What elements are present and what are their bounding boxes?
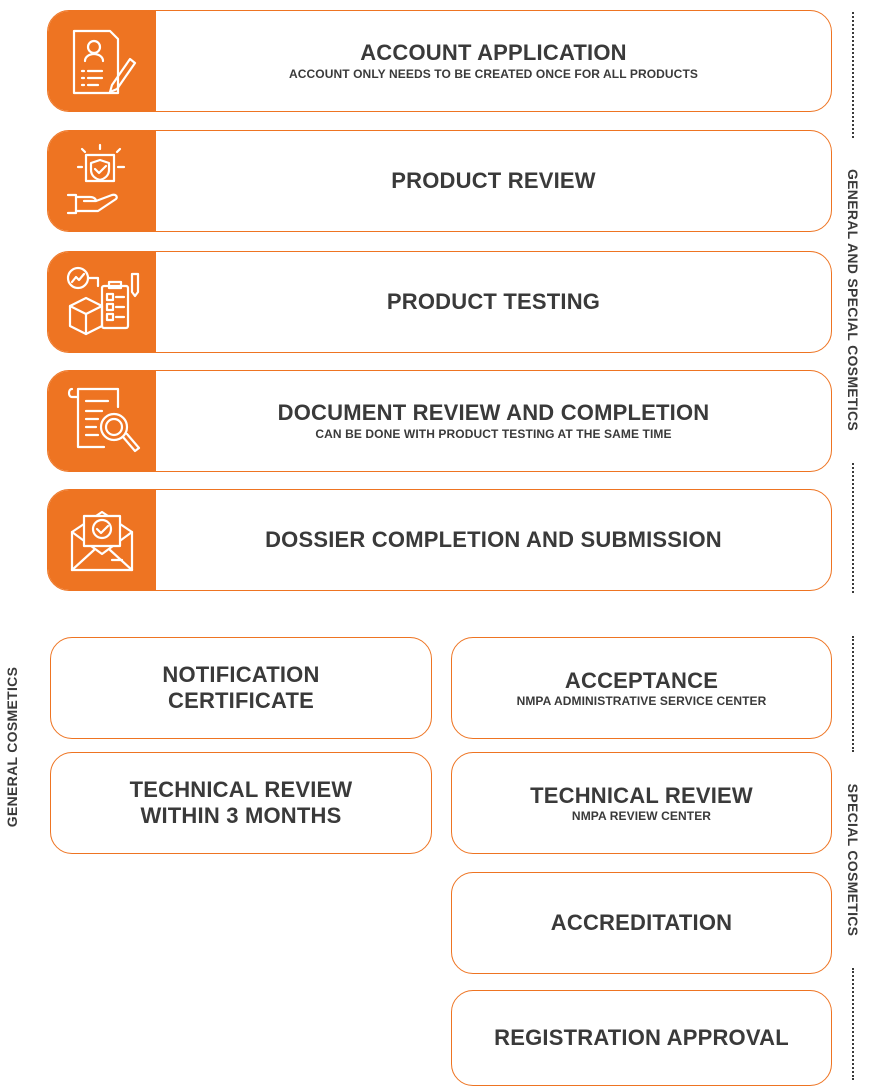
special-box-accreditation: ACCREDITATION (451, 872, 832, 974)
box-subtitle: NMPA ADMINISTRATIVE SERVICE CENTER (516, 694, 767, 709)
step-text: PRODUCT TESTING (156, 252, 831, 352)
step-text: ACCOUNT APPLICATION ACCOUNT ONLY NEEDS T… (156, 11, 831, 111)
step-title: PRODUCT TESTING (386, 289, 601, 315)
box-title: ACCEPTANCE (564, 667, 719, 693)
bracket-top-upper (852, 12, 854, 138)
general-box-notification: NOTIFICATION CERTIFICATE (50, 637, 432, 739)
document-search-icon (67, 387, 141, 453)
step-icon-box (48, 131, 156, 231)
box-title: ACCREDITATION (550, 910, 733, 936)
general-and-special-label: GENERAL AND SPECIAL COSMETICS (845, 168, 861, 432)
bracket-special-upper (852, 636, 854, 752)
step-dossier-submission: DOSSIER COMPLETION AND SUBMISSION (47, 489, 832, 591)
bracket-special-lower (852, 968, 854, 1080)
step-document-review: DOCUMENT REVIEW AND COMPLETION CAN BE DO… (47, 370, 832, 472)
box-title: NOTIFICATION CERTIFICATE (162, 662, 320, 713)
step-title: ACCOUNT APPLICATION (360, 39, 627, 65)
bracket-top-lower (852, 463, 854, 593)
step-title: PRODUCT REVIEW (391, 168, 596, 194)
step-icon-box (48, 490, 156, 590)
special-box-acceptance: ACCEPTANCE NMPA ADMINISTRATIVE SERVICE C… (451, 637, 832, 739)
step-subtitle: CAN BE DONE WITH PRODUCT TESTING AT THE … (315, 427, 672, 442)
box-title: TECHNICAL REVIEW WITHIN 3 MONTHS (129, 777, 353, 828)
step-title: DOCUMENT REVIEW AND COMPLETION (277, 399, 710, 425)
step-subtitle: ACCOUNT ONLY NEEDS TO BE CREATED ONCE FO… (289, 67, 698, 82)
special-cosmetics-label: SPECIAL COSMETICS (845, 783, 861, 937)
general-cosmetics-label: GENERAL COSMETICS (4, 666, 20, 828)
account-form-icon (72, 29, 137, 95)
testing-clipboard-icon (66, 266, 140, 336)
box-subtitle: NMPA REVIEW CENTER (571, 809, 712, 824)
shield-hand-icon (66, 143, 126, 215)
step-text: DOCUMENT REVIEW AND COMPLETION CAN BE DO… (156, 371, 831, 471)
box-title: REGISTRATION APPROVAL (494, 1025, 789, 1051)
step-icon-box (48, 11, 156, 111)
step-icon-box (48, 371, 156, 471)
box-title: TECHNICAL REVIEW (530, 782, 753, 808)
step-account-application: ACCOUNT APPLICATION ACCOUNT ONLY NEEDS T… (47, 10, 832, 112)
step-text: PRODUCT REVIEW (156, 131, 831, 231)
step-title: DOSSIER COMPLETION AND SUBMISSION (265, 527, 722, 553)
step-icon-box (48, 252, 156, 352)
special-box-registration-approval: REGISTRATION APPROVAL (451, 990, 832, 1086)
step-product-testing: PRODUCT TESTING (47, 251, 832, 353)
special-box-technical-review: TECHNICAL REVIEW NMPA REVIEW CENTER (451, 752, 832, 854)
step-text: DOSSIER COMPLETION AND SUBMISSION (156, 490, 831, 590)
general-box-technical-review: TECHNICAL REVIEW WITHIN 3 MONTHS (50, 752, 432, 854)
step-product-review: PRODUCT REVIEW (47, 130, 832, 232)
envelope-check-icon (70, 510, 134, 572)
